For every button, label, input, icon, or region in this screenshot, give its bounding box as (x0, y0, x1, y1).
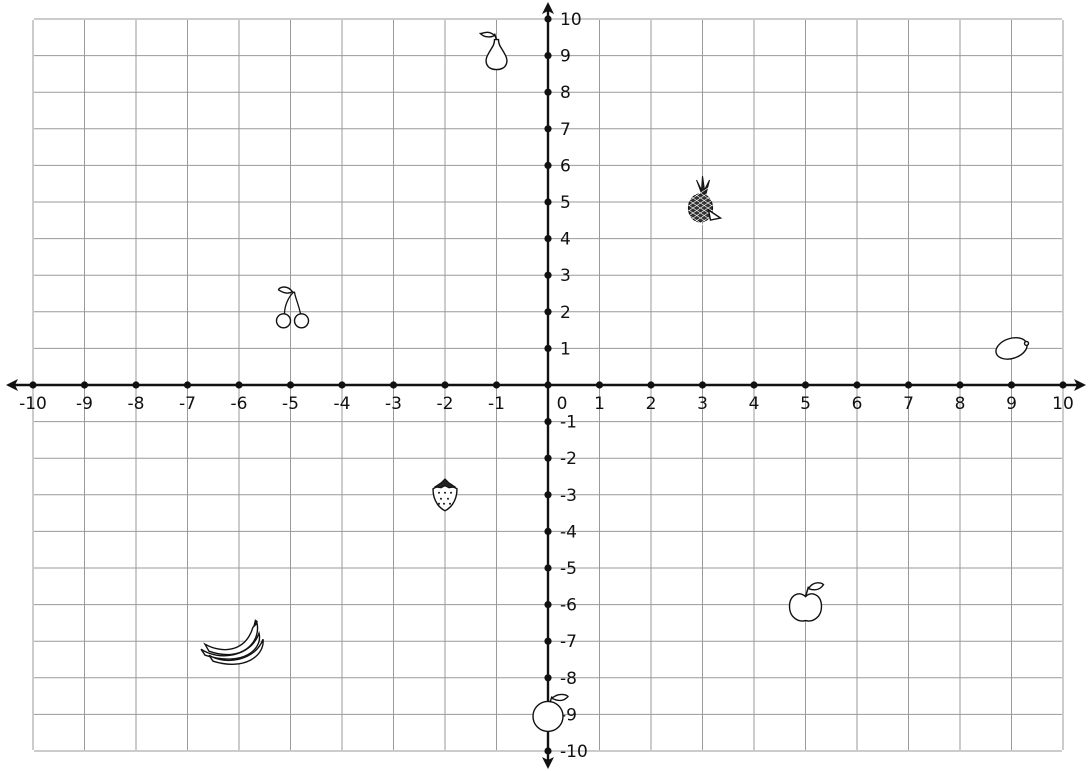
y-tick-dot (544, 638, 551, 645)
x-tick-dot (905, 381, 912, 388)
x-tick-label: 0 (557, 394, 568, 414)
x-tick-dot (29, 381, 36, 388)
x-tick-label: -2 (437, 394, 454, 414)
x-tick-label: 9 (1006, 394, 1017, 414)
x-tick-label: 6 (852, 394, 863, 414)
x-tick-dot (853, 381, 860, 388)
y-tick-label: -5 (560, 559, 577, 579)
y-tick-dot (544, 235, 551, 242)
y-tick-dot (544, 198, 551, 205)
y-tick-label: 7 (560, 120, 571, 140)
y-tick-label: -10 (560, 742, 588, 762)
x-tick-dot (1059, 381, 1066, 388)
x-tick-dot (493, 381, 500, 388)
x-tick-label: 1 (594, 394, 605, 414)
x-tick-label: 10 (1052, 394, 1074, 414)
x-tick-dot (544, 381, 551, 388)
y-tick-dot (544, 601, 551, 608)
y-tick-label: 8 (560, 83, 571, 103)
y-tick-label: 10 (560, 10, 582, 30)
y-tick-label: -4 (560, 522, 577, 542)
x-tick-dot (390, 381, 397, 388)
x-tick-label: -4 (334, 394, 351, 414)
x-tick-label: -5 (282, 394, 299, 414)
x-tick-dot (956, 381, 963, 388)
y-tick-dot (544, 418, 551, 425)
y-tick-dot (544, 674, 551, 681)
y-tick-dot (544, 528, 551, 535)
y-tick-label: 4 (560, 230, 571, 250)
x-tick-dot (750, 381, 757, 388)
x-tick-label: 5 (800, 394, 811, 414)
x-tick-dot (184, 381, 191, 388)
x-tick-label: -3 (385, 394, 402, 414)
y-tick-label: -8 (560, 669, 577, 689)
cherry-icon (277, 287, 309, 328)
x-tick-label: 7 (903, 394, 914, 414)
y-tick-label: 6 (560, 156, 571, 176)
y-tick-label: -1 (560, 413, 577, 433)
y-tick-dot (544, 89, 551, 96)
x-tick-dot (441, 381, 448, 388)
y-tick-dot (544, 747, 551, 754)
y-tick-label: -3 (560, 486, 577, 506)
y-tick-dot (544, 52, 551, 59)
x-tick-dot (699, 381, 706, 388)
x-tick-dot (596, 381, 603, 388)
y-tick-dot (544, 564, 551, 571)
x-tick-dot (235, 381, 242, 388)
y-tick-label: 5 (560, 193, 571, 213)
y-tick-dot (544, 308, 551, 315)
y-tick-label: -7 (560, 632, 577, 652)
y-tick-label: 2 (560, 303, 571, 323)
fruit-markers (201, 32, 1030, 731)
x-tick-label: -1 (488, 394, 505, 414)
x-tick-label: 3 (697, 394, 708, 414)
x-tick-dot (132, 381, 139, 388)
x-tick-dot (287, 381, 294, 388)
x-tick-dot (647, 381, 654, 388)
x-tick-label: -9 (76, 394, 93, 414)
lemon-icon (993, 334, 1030, 363)
x-tick-dot (338, 381, 345, 388)
pear-icon (481, 32, 507, 69)
x-tick-label: 4 (749, 394, 760, 414)
y-tick-label: 1 (560, 339, 571, 359)
y-tick-dot (544, 455, 551, 462)
tick-marks (29, 15, 1066, 754)
banana-icon (201, 619, 263, 664)
y-tick-dot (544, 125, 551, 132)
y-tick-label: -2 (560, 449, 577, 469)
y-tick-dot (544, 15, 551, 22)
x-tick-label: -7 (179, 394, 196, 414)
pineapple-icon (689, 176, 721, 231)
y-tick-label: -6 (560, 596, 577, 616)
y-tick-label: 3 (560, 266, 571, 286)
y-tick-dot (544, 162, 551, 169)
y-tick-dot (544, 491, 551, 498)
y-tick-label: 9 (560, 47, 571, 67)
x-tick-dot (802, 381, 809, 388)
x-tick-label: 2 (646, 394, 657, 414)
x-tick-label: -8 (128, 394, 145, 414)
apple-icon (790, 583, 824, 621)
orange-icon (533, 694, 568, 731)
y-tick-dot (544, 345, 551, 352)
x-tick-label: -10 (19, 394, 47, 414)
y-tick-dot (544, 272, 551, 279)
x-tick-dot (1008, 381, 1015, 388)
x-tick-label: 8 (955, 394, 966, 414)
strawberry-icon (433, 479, 457, 511)
x-tick-dot (81, 381, 88, 388)
x-tick-label: -6 (231, 394, 248, 414)
